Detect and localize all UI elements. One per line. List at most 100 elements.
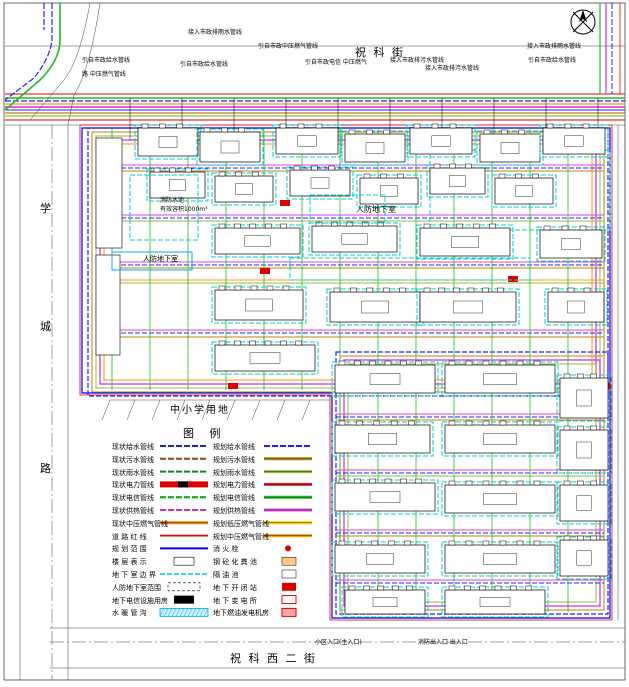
legend-swatch — [173, 556, 195, 566]
building — [211, 171, 277, 206]
building — [556, 425, 612, 474]
west-road-label-1: 学 — [40, 202, 53, 215]
legend-swatch — [281, 556, 297, 566]
building — [146, 167, 209, 202]
legend-swatch — [285, 545, 291, 552]
legend-label-left: 水 暖 管 沟 — [112, 609, 147, 618]
building — [326, 287, 424, 326]
legend-label-left: 现状电力管线 — [112, 481, 154, 490]
building — [331, 478, 439, 515]
legend-swatch — [281, 569, 297, 579]
building — [476, 129, 544, 166]
building — [544, 287, 608, 326]
buildings — [134, 123, 612, 618]
planning-boundary — [81, 127, 611, 619]
building — [308, 221, 401, 256]
building — [406, 123, 476, 158]
site-red-line — [79, 124, 613, 621]
legend-swatch — [282, 582, 296, 591]
west-road — [4, 2, 101, 680]
building — [331, 540, 429, 577]
civil-defense-label-2: 人防地下室 — [143, 255, 178, 263]
legend-swatch — [167, 582, 201, 592]
building — [556, 535, 612, 580]
legend-label-right: 规划电信管线 — [213, 494, 255, 503]
north-road-label: 祝 科 街 — [355, 46, 405, 59]
building — [196, 127, 264, 166]
fire-pool-sub-label: 有效容积1000m³ — [160, 206, 208, 213]
east-road — [599, 3, 621, 620]
pipe-note: 接入市政排污水管线 — [425, 65, 480, 72]
building — [556, 373, 612, 422]
gate-a-label: 小区入口(主入口) — [315, 639, 362, 646]
building — [441, 360, 559, 397]
building — [536, 225, 606, 262]
pipe-note: 引自市政给水管线 — [180, 61, 229, 68]
legend-label-left: 楼 层 表 示 — [112, 558, 147, 567]
legend-label-left: 地 下 室 边 界 — [112, 571, 156, 579]
legend-label-right: 规划中压燃气管线 — [213, 532, 269, 541]
power-marker — [228, 383, 238, 389]
legend-label-right: 规划低压燃气管线 — [213, 519, 269, 528]
legend-label-left: 地下电信设施用房 — [112, 596, 168, 605]
building — [331, 360, 439, 397]
pipe-note: 接入市政排雨水管线 — [527, 43, 582, 50]
pipe-note: 引自市政给水管线 — [82, 57, 131, 64]
legend-label-right: 隔 油 池 — [213, 571, 239, 579]
south-road — [50, 399, 625, 669]
building — [331, 420, 434, 457]
power-marker — [260, 268, 270, 274]
legend-label-right: 地下燃油发电机房 — [213, 609, 269, 618]
building — [211, 223, 304, 258]
pipe-note: 接入市政排雨水管线 — [188, 29, 243, 36]
legend-label-left: 人防地下室范围 — [112, 583, 161, 592]
legend-label-left: 现状中压燃气管线 — [112, 519, 168, 528]
building — [211, 340, 319, 375]
building — [211, 285, 307, 324]
fire-pool-block — [95, 137, 386, 356]
building — [441, 540, 559, 577]
west-road-label-3: 路 — [40, 462, 53, 475]
building — [272, 123, 342, 158]
pipe-note: 接入市政排污水管线 — [390, 57, 445, 64]
fire-pool-label: 消防水池 — [160, 197, 185, 204]
legend-swatch — [281, 607, 297, 617]
building — [441, 585, 549, 618]
drawing-border — [3, 2, 626, 681]
school-parking — [101, 399, 311, 421]
building — [134, 123, 202, 160]
school-label: 中小学用地 — [170, 405, 230, 416]
legend-label-right: 消 火 栓 — [213, 545, 239, 554]
legend-title: 图 例 — [183, 427, 227, 440]
legend-label-left: 规 划 范 围 — [112, 545, 147, 554]
legend-label-left: 现状供热管线 — [112, 507, 154, 515]
legend-swatch — [281, 595, 297, 605]
legend-label-right: 规划污水管线 — [213, 455, 255, 464]
north-arrow — [570, 9, 596, 35]
legend-swatch — [174, 595, 194, 604]
building — [341, 129, 409, 166]
building — [416, 287, 520, 326]
power-marker — [280, 200, 290, 206]
legend-label-right: 规划供热管线 — [213, 507, 255, 515]
legend-label-left: 现状污水管线 — [112, 455, 154, 464]
legend-label-right: 钢 砼 化 粪 池 — [213, 558, 257, 567]
pipe-note: 路 中压燃气管线 — [82, 71, 126, 78]
pipe-note: 引自市政给水管线 — [528, 57, 577, 64]
legend-symbols — [159, 445, 312, 617]
legend-label-left: 现状电信管线 — [112, 494, 154, 503]
power-marker — [508, 276, 518, 282]
south-road-label: 祝 科 西 二 街 — [230, 652, 317, 665]
legend-label-right: 地 下 变 电 所 — [213, 596, 257, 605]
building — [416, 223, 514, 260]
building — [286, 165, 354, 200]
legend-label-right: 规划电力管线 — [213, 481, 255, 490]
pipe-note: 引自市政中压燃气管线 — [258, 43, 319, 50]
building — [426, 163, 489, 198]
legend-label-right: 规划给水管线 — [213, 443, 255, 451]
legend-label-left: 现状给水管线 — [112, 443, 154, 451]
building — [491, 173, 557, 208]
building — [441, 420, 559, 457]
civil-defense-label-1: 人防地下室 — [356, 205, 396, 214]
building — [341, 585, 429, 618]
